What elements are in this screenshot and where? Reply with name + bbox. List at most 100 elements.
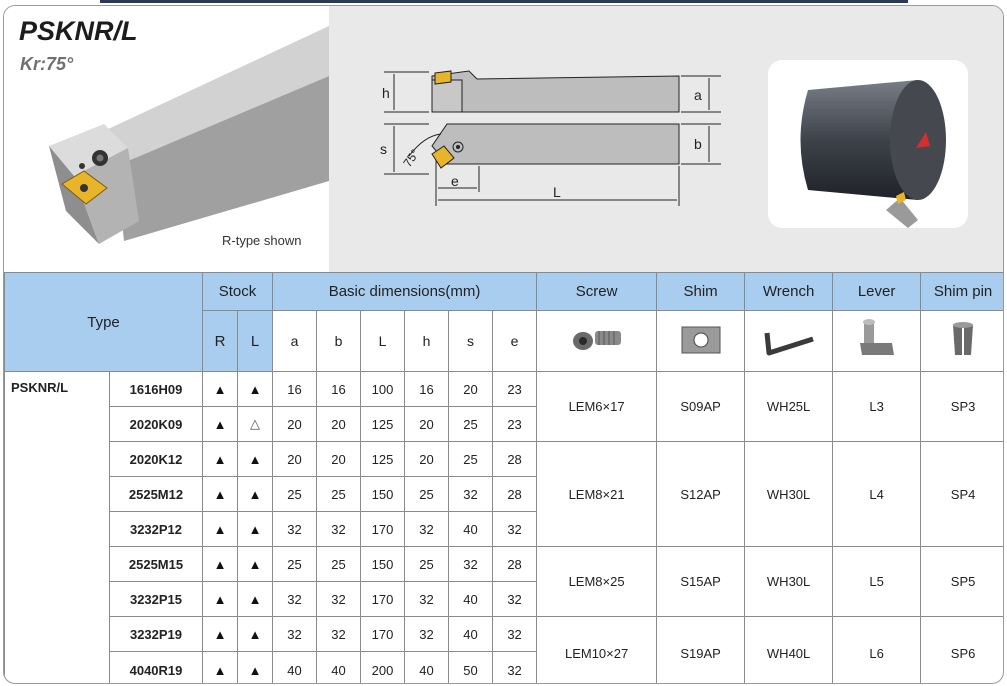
subheader-length: L <box>360 310 406 372</box>
lever-part: L6 <box>832 616 922 683</box>
stock-R: ▲ <box>202 651 238 683</box>
lever-icon <box>859 319 894 355</box>
dim-s: 40 <box>448 511 494 547</box>
table-row: 2020K09 ▲ △ 20 20 125 20 25 23 <box>5 406 1004 442</box>
workpiece-render <box>800 80 946 228</box>
dim-label-b: b <box>694 136 702 152</box>
wrench-part: WH30L <box>744 546 834 617</box>
dim-label-s: s <box>380 141 387 157</box>
model-code: 2020K12 <box>109 441 203 477</box>
dim-length: 100 <box>360 371 406 407</box>
model-code: 2525M15 <box>109 546 203 582</box>
dim-length: 150 <box>360 546 406 582</box>
stock-R: ▲ <box>202 476 238 512</box>
table-row: 3232P19 ▲ ▲ 32 32 170 32 40 32 LEM10×27 … <box>5 616 1003 683</box>
header-shim-pin: Shim pin <box>920 272 1003 311</box>
stock-R: ▲ <box>202 511 238 547</box>
dim-e: 23 <box>492 406 538 442</box>
subheader-L: L <box>236 310 274 372</box>
dim-s: 32 <box>448 546 494 582</box>
dim-length: 200 <box>360 651 406 683</box>
lever-part: L4 <box>832 441 922 547</box>
header-screw: Screw <box>536 272 658 311</box>
series-name: PSKNR/L <box>4 371 110 683</box>
wrench-icon <box>764 332 814 356</box>
dim-e: 32 <box>492 616 538 652</box>
header-lever: Lever <box>832 272 922 311</box>
dim-h: 20 <box>404 441 450 477</box>
table-row: 2020K12 ▲ ▲ 20 20 125 20 25 28 LEM8×21 S… <box>5 441 1003 547</box>
dim-h: 25 <box>404 476 450 512</box>
lever-part: L5 <box>832 546 922 617</box>
stock-R: ▲ <box>202 546 238 582</box>
stock-R: ▲ <box>202 581 238 617</box>
tool-illustration-panel: PSKNR/L Kr:75° R-type shown <box>4 6 329 272</box>
dim-label-a: a <box>694 87 702 103</box>
dim-s: 32 <box>448 476 494 512</box>
subheader-b: b <box>316 310 362 372</box>
dim-a: 16 <box>272 371 318 407</box>
dim-label-L: L <box>553 184 561 200</box>
product-title: PSKNR/L <box>19 16 138 46</box>
dim-a: 32 <box>272 616 318 652</box>
dim-s: 20 <box>448 371 494 407</box>
top-accent-bar <box>100 0 908 3</box>
dim-h: 16 <box>404 371 450 407</box>
subheader-a: a <box>272 310 318 372</box>
dim-a: 32 <box>272 511 318 547</box>
dim-length: 170 <box>360 616 406 652</box>
turning-photo <box>768 60 968 228</box>
dim-e: 23 <box>492 371 538 407</box>
dim-label-h: h <box>382 85 390 101</box>
wrench-part: WH25L <box>744 371 834 442</box>
table-row: 4040R19 ▲ ▲ 40 40 200 40 50 32 <box>5 651 1004 683</box>
table-row: 3232P15 ▲ ▲ 32 32 170 32 40 32 <box>5 581 1004 617</box>
subheader-e: e <box>492 310 538 372</box>
dim-b: 32 <box>316 581 362 617</box>
dim-e: 32 <box>492 581 538 617</box>
dim-e: 32 <box>492 651 538 683</box>
subheader-h: h <box>404 310 450 372</box>
dim-length: 125 <box>360 406 406 442</box>
shim-pin-part: SP4 <box>920 441 1003 547</box>
stock-L: ▲ <box>236 546 274 582</box>
dim-label-angle: 75° <box>400 147 422 170</box>
wrench-part: WH30L <box>744 441 834 547</box>
stock-R: ▲ <box>202 406 238 442</box>
dim-h: 40 <box>404 651 450 683</box>
specification-table: Type Stock Basic dimensions(mm) Screw Sh… <box>4 272 1004 683</box>
shim-pin-part: SP6 <box>920 616 1003 683</box>
dim-s: 40 <box>448 616 494 652</box>
dim-h: 20 <box>404 406 450 442</box>
model-code: 1616H09 <box>109 371 203 407</box>
approach-angle: Kr:75° <box>20 54 74 74</box>
dim-h: 32 <box>404 616 450 652</box>
dim-b: 40 <box>316 651 362 683</box>
dim-b: 25 <box>316 546 362 582</box>
stock-R: ▲ <box>202 371 238 407</box>
dim-s: 40 <box>448 581 494 617</box>
dim-b: 20 <box>316 406 362 442</box>
subheader-s: s <box>448 310 494 372</box>
stock-L: ▲ <box>236 371 274 407</box>
image-caption: R-type shown <box>222 233 302 248</box>
shim-part: S12AP <box>656 441 746 547</box>
dim-h: 32 <box>404 581 450 617</box>
header-wrench: Wrench <box>744 272 834 311</box>
dim-length: 170 <box>360 511 406 547</box>
shim-pin-part: SP5 <box>920 546 1003 617</box>
shim-pin-icon <box>953 322 974 355</box>
model-code: 3232P12 <box>109 511 203 547</box>
table-row: 2525M15 ▲ ▲ 25 25 150 25 32 28 LEM8×25 S… <box>5 546 1003 617</box>
dim-b: 32 <box>316 616 362 652</box>
screw-part: LEM6×17 <box>536 371 658 442</box>
screw-part: LEM8×25 <box>536 546 658 617</box>
dim-h: 32 <box>404 511 450 547</box>
stock-L: ▲ <box>236 616 274 652</box>
dim-s: 25 <box>448 406 494 442</box>
stock-L: ▲ <box>236 476 274 512</box>
dim-s: 50 <box>448 651 494 683</box>
screw-part: LEM8×21 <box>536 441 658 547</box>
dim-b: 32 <box>316 511 362 547</box>
screw-part: LEM10×27 <box>536 616 658 683</box>
